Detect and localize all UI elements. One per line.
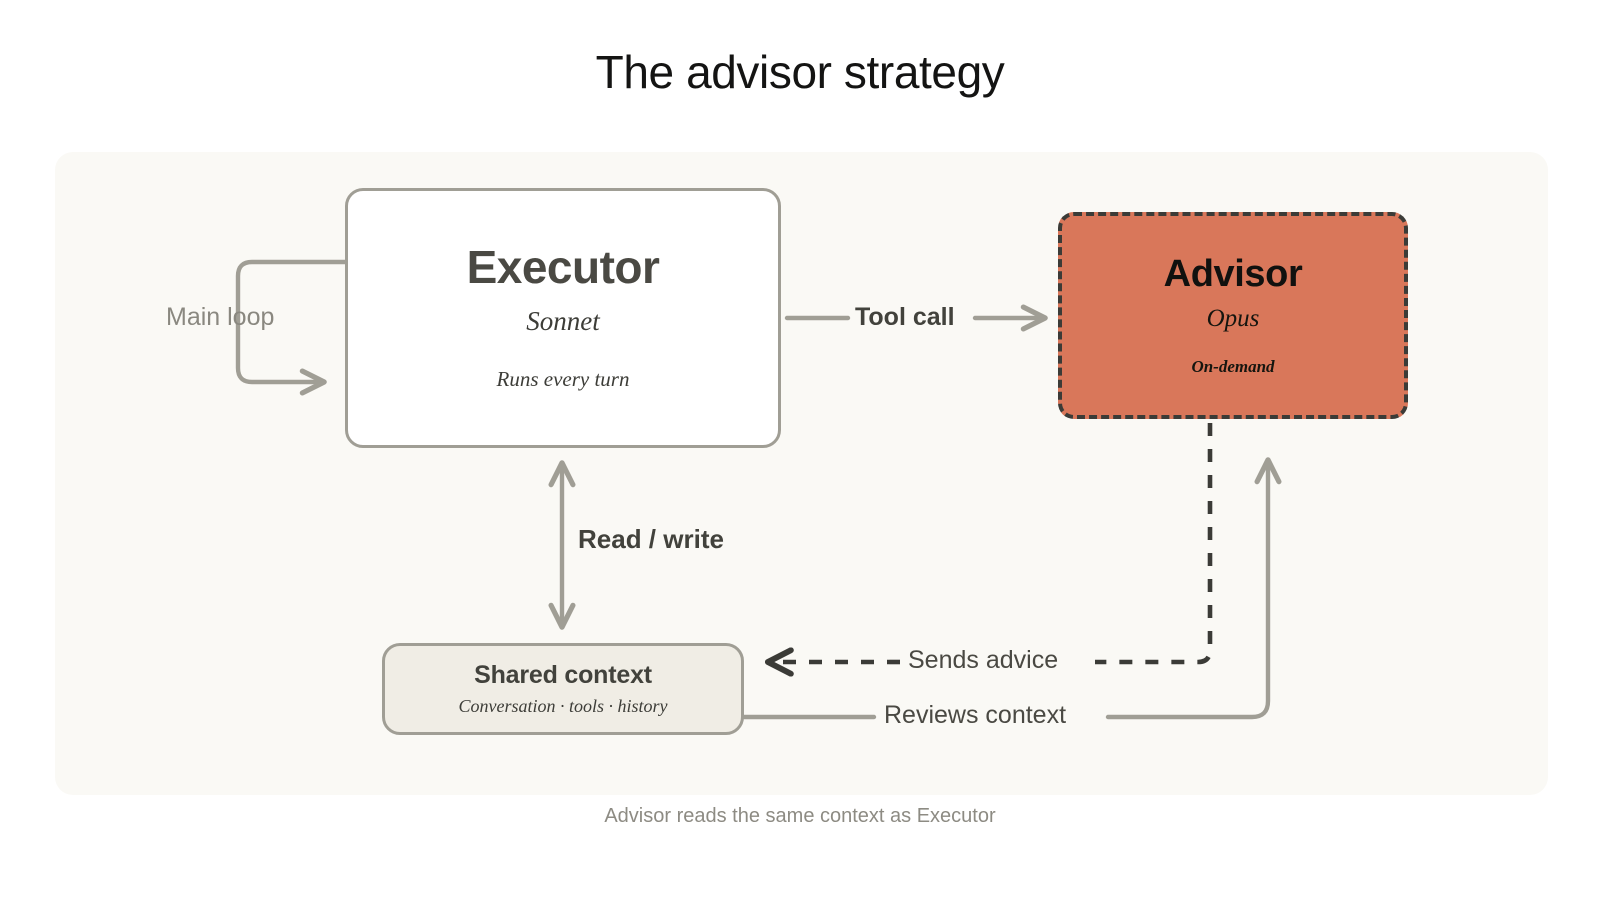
edge-label-sends-advice: Sends advice [908,646,1059,674]
advisor-title: Advisor [1163,252,1303,295]
node-executor[interactable]: Executor Sonnet Runs every turn [345,188,781,448]
page-title: The advisor strategy [595,46,1005,98]
edge-label-read-write: Read / write [578,524,724,554]
shared-context-subtitle: Conversation · tools · history [458,696,668,716]
executor-title: Executor [466,241,660,293]
diagram-caption: Advisor reads the same context as Execut… [604,805,996,827]
advisor-model-label: Opus [1206,304,1260,332]
edge-label-tool-call: Tool call [855,303,955,331]
node-shared-context[interactable]: Shared context Conversation · tools · hi… [382,643,744,735]
executor-cadence-note: Runs every turn [496,367,630,391]
node-advisor[interactable]: Advisor Opus On-demand [1058,212,1408,419]
edge-label-reviews-context: Reviews context [884,701,1067,729]
edge-label-main-loop: Main loop [166,303,275,331]
executor-model-label: Sonnet [526,306,600,336]
shared-context-title: Shared context [474,661,652,689]
advisor-cadence-note: On-demand [1191,356,1275,376]
